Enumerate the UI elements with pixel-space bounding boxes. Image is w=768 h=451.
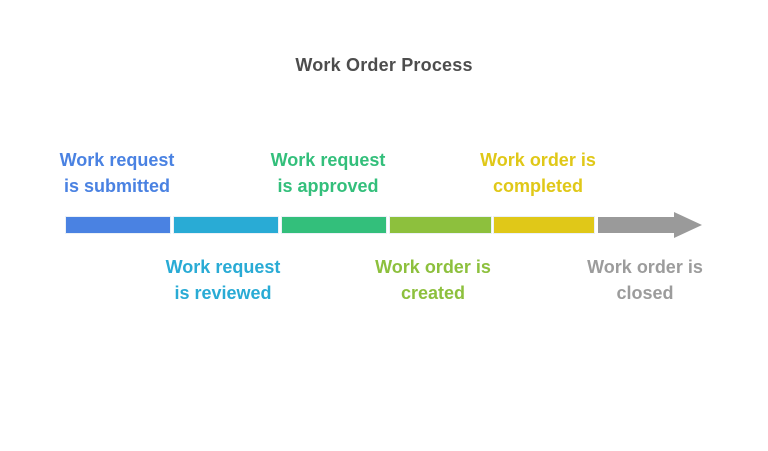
stage-label-closed: Work order is closed	[587, 257, 703, 303]
timeline-arrow-head-icon	[674, 212, 702, 238]
stage-label-created: Work order is created	[375, 257, 491, 303]
timeline-segment-reviewed	[174, 217, 278, 233]
timeline-arrow-shaft	[598, 217, 674, 233]
timeline-segment-completed	[494, 217, 594, 233]
stage-label-completed: Work order is completed	[480, 150, 596, 196]
stage-label-reviewed: Work request is reviewed	[165, 257, 281, 303]
stage-label-approved: Work request is approved	[270, 150, 386, 196]
stage-label-submitted: Work request is submitted	[59, 150, 175, 196]
timeline-segment-approved	[282, 217, 386, 233]
timeline-segment-created	[390, 217, 491, 233]
diagram-title: Work Order Process	[295, 55, 473, 75]
timeline-segment-submitted	[66, 217, 170, 233]
